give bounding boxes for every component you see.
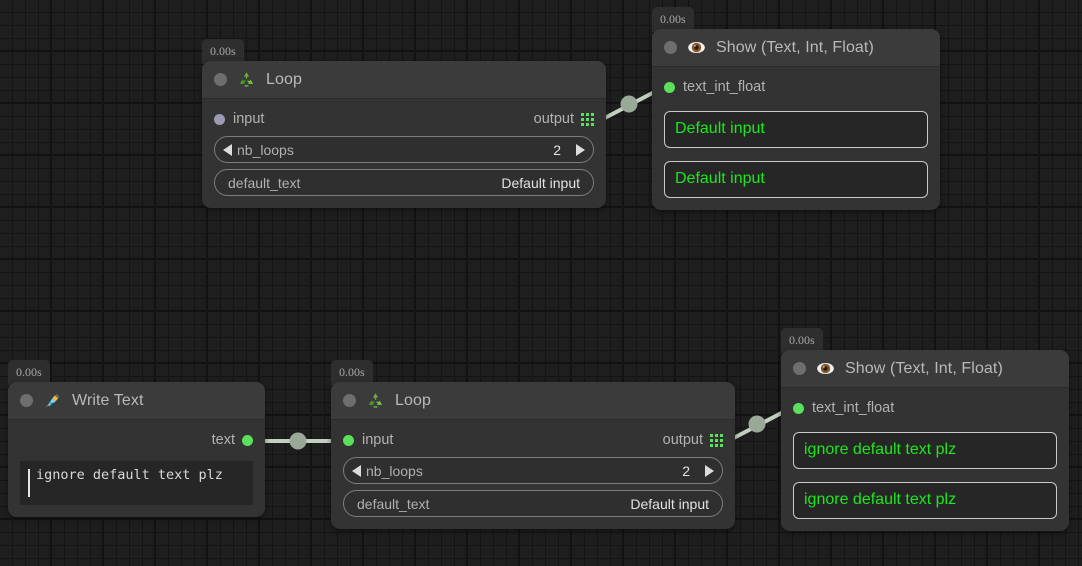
node-title: Write Text — [72, 391, 144, 409]
list-grid-icon[interactable] — [710, 433, 723, 447]
stepper-decrement-icon[interactable] — [352, 464, 361, 477]
node-show-top[interactable]: Show (Text, Int, Float) text_int_float D… — [652, 29, 940, 210]
text-cursor — [28, 469, 30, 497]
param-name: default_text — [228, 174, 301, 191]
edge-handle[interactable] — [748, 415, 766, 433]
node-enable-toggle[interactable] — [664, 41, 677, 54]
input-port-dot[interactable] — [343, 434, 354, 446]
timestamp-badge-loop-bottom: 0.00s — [331, 360, 373, 385]
output-port-group[interactable]: text — [212, 432, 253, 448]
param-default-text-field[interactable]: default_text Default input — [343, 490, 723, 517]
timestamp-badge-write-text: 0.00s — [8, 360, 50, 385]
output-port-group[interactable]: output — [663, 432, 723, 448]
param-nb-loops-stepper[interactable]: nb_loops 2 — [343, 457, 723, 484]
recycle-icon — [239, 72, 254, 87]
pen-icon — [45, 394, 60, 408]
output-port-label: output — [662, 432, 703, 448]
port-row-io: input output — [214, 108, 594, 130]
input-port-dot[interactable] — [793, 402, 804, 414]
display-value-box: ignore default text plz — [793, 482, 1057, 519]
param-value: Default input — [630, 495, 709, 512]
node-header[interactable]: Show (Text, Int, Float) — [652, 29, 940, 67]
node-enable-toggle[interactable] — [214, 73, 227, 86]
node-enable-toggle[interactable] — [20, 394, 33, 407]
node-title: Loop — [395, 391, 431, 409]
node-title: Loop — [266, 70, 302, 88]
node-header[interactable]: Show (Text, Int, Float) — [781, 350, 1069, 388]
output-port-label: output — [533, 111, 574, 127]
param-value: 2 — [553, 141, 561, 158]
port-row-output: text — [20, 429, 253, 451]
stepper-increment-icon[interactable] — [705, 464, 714, 477]
node-header[interactable]: Loop — [202, 61, 606, 99]
timestamp-badge-loop-top: 0.00s — [202, 39, 244, 64]
display-value-box: Default input — [664, 161, 928, 198]
param-name: default_text — [357, 495, 430, 512]
node-body: input output nb_loops 2 default_text Def… — [331, 420, 735, 529]
display-value-box: Default input — [664, 111, 928, 148]
param-value: 2 — [682, 462, 690, 479]
node-show-bottom[interactable]: Show (Text, Int, Float) text_int_float i… — [781, 350, 1069, 531]
timestamp-badge-show-top: 0.00s — [652, 7, 694, 32]
stepper-decrement-icon[interactable] — [223, 143, 232, 156]
param-nb-loops-stepper[interactable]: nb_loops 2 — [214, 136, 594, 163]
node-body: text_int_float Default input Default inp… — [652, 67, 940, 210]
node-enable-toggle[interactable] — [343, 394, 356, 407]
input-port-dot[interactable] — [664, 81, 675, 93]
eye-icon — [817, 362, 834, 375]
node-enable-toggle[interactable] — [793, 362, 806, 375]
eye-icon — [688, 41, 705, 54]
output-port-label: text — [211, 432, 235, 448]
display-value-box: ignore default text plz — [793, 432, 1057, 469]
recycle-icon — [368, 393, 383, 408]
node-loop-top[interactable]: Loop input output nb_loops 2 defa — [202, 61, 606, 208]
port-row-input: text_int_float — [793, 397, 1057, 419]
param-default-text-field[interactable]: default_text Default input — [214, 169, 594, 196]
input-port-label: input — [233, 111, 265, 127]
edge-handle[interactable] — [620, 95, 638, 113]
input-port-dot[interactable] — [214, 113, 225, 125]
node-title: Show (Text, Int, Float) — [716, 38, 874, 56]
input-port-label: text_int_float — [683, 79, 766, 95]
node-header[interactable]: Loop — [331, 382, 735, 420]
node-write-text[interactable]: Write Text text ignore default text plz — [8, 382, 265, 517]
stepper-increment-icon[interactable] — [576, 143, 585, 156]
param-value: Default input — [501, 174, 580, 191]
output-port-group[interactable]: output — [534, 111, 594, 127]
param-name: nb_loops — [237, 141, 294, 158]
node-title: Show (Text, Int, Float) — [845, 359, 1003, 377]
text-editor-content: ignore default text plz — [36, 467, 223, 483]
input-port-label: input — [362, 432, 394, 448]
text-editor[interactable]: ignore default text plz — [20, 461, 253, 505]
port-row-input: text_int_float — [664, 76, 928, 98]
edge-handle[interactable] — [289, 432, 307, 450]
timestamp-badge-show-bottom: 0.00s — [781, 328, 823, 353]
output-port-dot[interactable] — [242, 434, 253, 446]
param-name: nb_loops — [366, 462, 423, 479]
input-port-label: text_int_float — [812, 400, 895, 416]
node-body: text ignore default text plz — [8, 420, 265, 517]
node-loop-bottom[interactable]: Loop input output nb_loops 2 defa — [331, 382, 735, 529]
port-row-io: input output — [343, 429, 723, 451]
list-grid-icon[interactable] — [581, 112, 594, 126]
node-body: input output nb_loops 2 default_text Def… — [202, 99, 606, 208]
node-body: text_int_float ignore default text plz i… — [781, 388, 1069, 531]
node-header[interactable]: Write Text — [8, 382, 265, 420]
